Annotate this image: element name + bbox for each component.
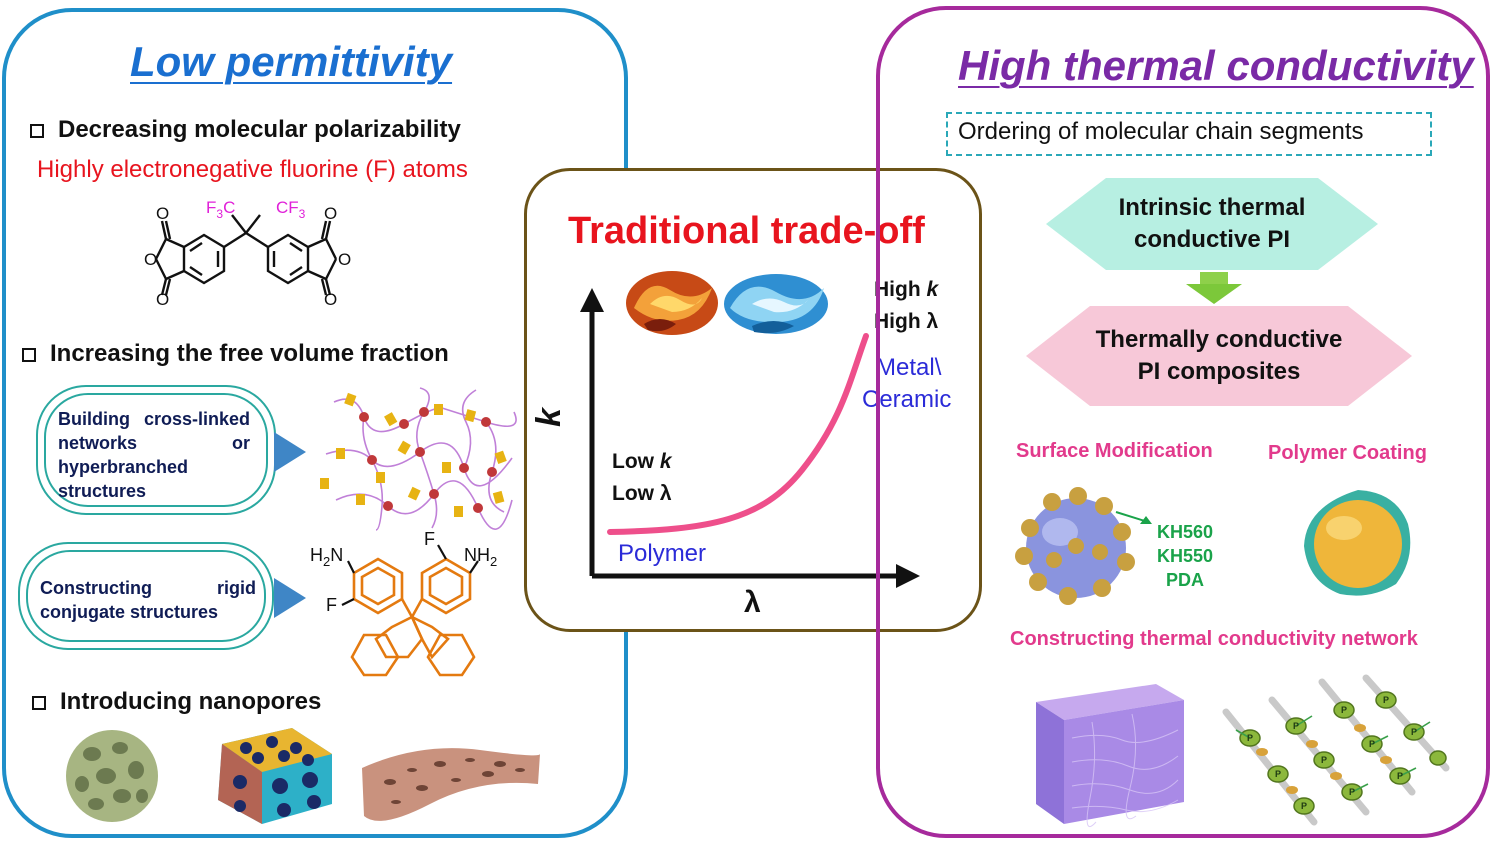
h2n-label: H2N — [310, 545, 343, 569]
conductivity-network-image: P P P P P P P P P P P — [1222, 674, 1450, 826]
hex2-line1: Thermally conductive — [1095, 326, 1343, 353]
porous-lattice-image — [218, 728, 332, 824]
hex1-line1: Intrinsic thermal — [1118, 194, 1306, 221]
cf3-label: CF3 — [276, 198, 306, 221]
trade-off-plot — [580, 288, 920, 588]
low-permittivity-title: Low permittivity — [130, 38, 453, 85]
fluorene-diamine-structure: H2N F F NH2 — [310, 529, 497, 677]
ordering-box — [946, 112, 1432, 156]
right-arrow-icon — [274, 432, 306, 472]
bullet-nanopores-label: Introducing nanopores — [60, 688, 322, 715]
bullet-checkbox-icon — [30, 124, 44, 138]
bullet-polarizability: Decreasing molecular polarizability — [30, 116, 461, 144]
low-lambda-label: Low λ — [612, 482, 672, 505]
composites-hexagon-shape — [1026, 306, 1412, 406]
p-label: P — [1247, 733, 1253, 743]
high-thermal-conductivity-panel — [876, 6, 1490, 838]
surface-modified-particle-image — [1015, 487, 1152, 605]
fire-image — [626, 271, 718, 335]
metal-label: Metal\ — [876, 354, 942, 381]
p-label: P — [1341, 705, 1347, 715]
oval-inner-border — [44, 393, 268, 507]
oxygen-label: O — [156, 204, 169, 223]
fluorine-subtitle: Highly electronegative fluorine (F) atom… — [37, 156, 468, 183]
agent-kh550: KH550 — [1156, 546, 1214, 566]
rigid-conjugate-text: Constructing rigid conjugate structures — [40, 578, 256, 622]
polymer-label: Polymer — [618, 540, 707, 567]
p-label: P — [1349, 787, 1355, 797]
crosslinked-text: Building cross-linked networks or hyperb… — [58, 409, 250, 501]
polymer-coated-particle-image — [1304, 490, 1411, 596]
oxygen-label: O — [324, 290, 337, 309]
fluorine-label: F — [326, 595, 337, 615]
crosslinked-network-image — [320, 387, 517, 531]
bullet-free-volume-label: Increasing the free volume fraction — [50, 340, 449, 367]
right-arrow-icon — [274, 578, 306, 618]
polymer-coating-label: Polymer Coating — [1268, 442, 1427, 464]
conductivity-cube-image — [1036, 684, 1184, 827]
trade-off-curve — [607, 333, 869, 535]
surface-modification-label: Surface Modification — [1016, 440, 1213, 462]
high-k-label: High k — [874, 278, 939, 301]
trade-off-title: Traditional trade-off — [568, 210, 925, 252]
f3c-label: F3C — [206, 198, 235, 221]
y-axis-arrow-icon — [580, 288, 604, 312]
x-axis-label: λ — [744, 586, 761, 619]
bullet-checkbox-icon — [32, 696, 46, 710]
oxygen-label: O — [144, 250, 157, 269]
x-axis-arrow-icon — [896, 564, 920, 588]
bullet-checkbox-icon — [22, 348, 36, 362]
p-label: P — [1321, 755, 1327, 765]
high-lambda-label: High λ — [874, 310, 939, 333]
fluorine-label: F — [424, 529, 435, 549]
high-thermal-title: High thermal conductivity — [958, 42, 1474, 89]
p-label: P — [1301, 801, 1307, 811]
ordering-label: Ordering of molecular chain segments — [958, 118, 1364, 145]
agent-pda: PDA — [1165, 570, 1204, 590]
down-arrow-icon — [1186, 272, 1242, 304]
p-label: P — [1369, 739, 1375, 749]
rigid-conjugate-oval: Constructing rigid conjugate structures — [18, 542, 274, 650]
porous-film-image — [362, 748, 540, 821]
y-axis-label: k — [529, 408, 568, 427]
oval-inner-border — [26, 550, 266, 642]
trade-off-panel — [524, 168, 982, 632]
bullet-free-volume: Increasing the free volume fraction — [22, 340, 449, 368]
low-k-label: Low k — [612, 450, 672, 473]
nh2-label: NH2 — [464, 545, 497, 569]
network-label: Constructing thermal conductivity networ… — [1010, 628, 1418, 650]
agents-label: KH560 KH550 PDA — [1150, 520, 1220, 592]
p-label: P — [1275, 769, 1281, 779]
intrinsic-hexagon-shape — [1046, 178, 1378, 270]
porous-sphere-image — [66, 730, 158, 822]
composites-hexagon-text: Thermally conductive PI composites — [1026, 306, 1412, 406]
bullet-nanopores: Introducing nanopores — [32, 688, 321, 716]
oxygen-label: O — [156, 290, 169, 309]
oxygen-label: O — [324, 204, 337, 223]
intrinsic-hexagon-text: Intrinsic thermal conductive PI — [1046, 178, 1378, 270]
ice-image — [724, 274, 828, 334]
p-label: P — [1293, 721, 1299, 731]
bullet-polarizability-label: Decreasing molecular polarizability — [58, 116, 461, 143]
hex1-line2: conductive PI — [1133, 226, 1291, 253]
fluorinated-dianhydride-structure: F3C CF3 O O O O O O — [144, 198, 351, 309]
oxygen-label: O — [338, 250, 351, 269]
crosslinked-oval: Building cross-linked networks or hyperb… — [36, 385, 276, 515]
p-label: P — [1397, 771, 1403, 781]
p-label: P — [1383, 695, 1389, 705]
hex2-line2: PI composites — [1137, 358, 1301, 385]
p-label: P — [1411, 727, 1417, 737]
agent-kh560: KH560 — [1156, 522, 1214, 542]
